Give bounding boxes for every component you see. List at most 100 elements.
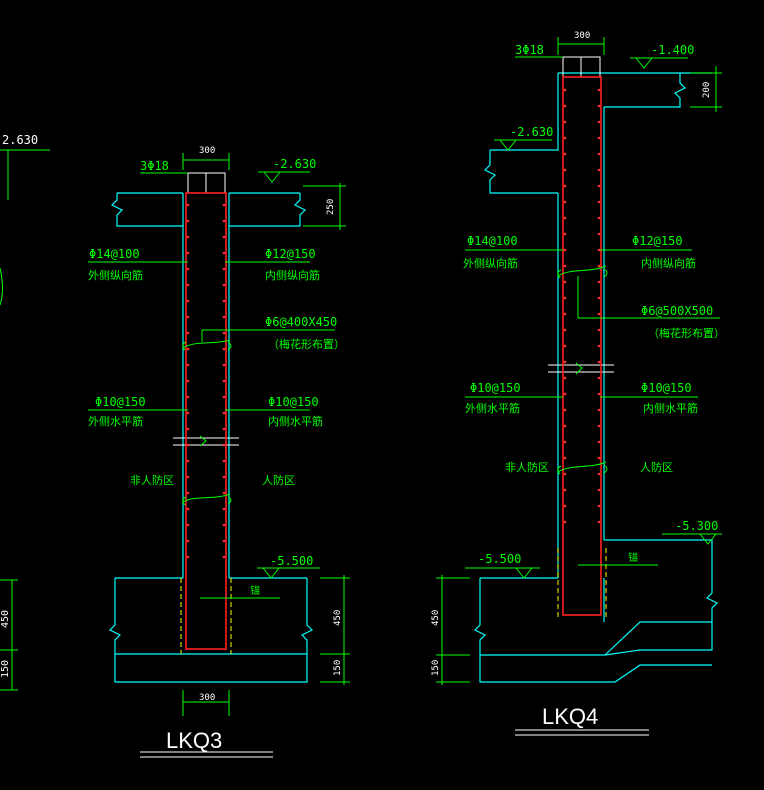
lkq3-rebar-dot [222, 315, 226, 319]
lkq3-tie-2 [182, 493, 232, 506]
lkq4-rebar-dot [597, 200, 601, 204]
lkq3-rebar-dot [186, 219, 190, 223]
lkq3-rebar-dot [186, 539, 190, 543]
lkq3-rebar-dot [222, 523, 226, 527]
lkq4-rebar-dot [597, 328, 601, 332]
lkq3-rebar-dot [186, 395, 190, 399]
lkq4-rebar-dot [597, 312, 601, 316]
lkq3-rebar-dot [186, 299, 190, 303]
lkq3-outer-horizontal: Φ10@150 [95, 395, 146, 409]
lkq3-rebar-dot [186, 555, 190, 559]
lkq3-tie-1 [182, 339, 232, 351]
lkq4-rebar-dot [597, 408, 601, 412]
lkq4-rebar-dot [563, 264, 567, 268]
lkq4-rebar-dot [597, 488, 601, 492]
lkq4-rebar-dot [563, 392, 567, 396]
lkq4-rebar-dot [597, 504, 601, 508]
lkq3-rebar-dot [186, 363, 190, 367]
lkq4-rebar-dot [563, 120, 567, 124]
left-dim-450: 450 [0, 610, 11, 628]
lkq4-rebar-dot [597, 120, 601, 124]
lkq4-top-slab-dim: 200 [702, 82, 712, 98]
lkq4-civil-defense: 人防区 [640, 460, 673, 474]
lkq4-tie-1 [557, 265, 608, 279]
lkq4-rebar-dot [597, 264, 601, 268]
lkq4-rebar-dot [563, 472, 567, 476]
lkq4-rebar-dot [563, 200, 567, 204]
lkq4-rebar-dot [597, 440, 601, 444]
lkq3-inner-horizontal-name: 内侧水平筋 [268, 414, 323, 428]
lkq4-rebar-dot [597, 152, 601, 156]
lkq4-rebar-dot [597, 456, 601, 460]
lkq3-rebar-dot [222, 219, 226, 223]
lkq3-rebar-dot [222, 363, 226, 367]
lkq4-right-elev: -5.300 [675, 519, 718, 533]
lkq4-rebar-dot [597, 232, 601, 236]
lkq4-rebar-dot [597, 88, 601, 92]
lkq3-rebar-dot [222, 331, 226, 335]
lkq4-rebar-dot [563, 376, 567, 380]
lkq4-concrete-outline [473, 72, 719, 683]
lkq4-rebar-cage [557, 76, 608, 620]
lkq4-rebar-dot [597, 520, 601, 524]
lkq3-inner-vertical: Φ12@150 [265, 247, 316, 261]
lkq3-rebar-dot [186, 347, 190, 351]
lkq4-left-elev: -5.500 [478, 552, 521, 566]
lkq4-title: LKQ4 [542, 704, 598, 729]
lkq4-rebar-dot [563, 216, 567, 220]
lkq3-rebar-dot [186, 459, 190, 463]
lkq4-rebar-dot [597, 424, 601, 428]
lkq4-rebar-dot [597, 168, 601, 172]
lkq3-rebar-dot [222, 475, 226, 479]
lkq3-rebar-dot [186, 491, 190, 495]
lkq3-title: LKQ3 [166, 728, 222, 753]
lkq4-rebar-dot [563, 488, 567, 492]
lkq4-inner-vertical-name: 内侧纵向筋 [641, 256, 696, 270]
lkq4-tie-2 [557, 461, 608, 475]
lkq4-rebar-dot [597, 392, 601, 396]
lkq3-rebar-dot [222, 491, 226, 495]
lkq4-rebar-dot [563, 104, 567, 108]
lkq3-rebar-dot [222, 411, 226, 415]
lkq3-anchor-note: 锚 [250, 585, 260, 597]
lkq4-rebar-dot [563, 88, 567, 92]
lkq3-rebar-cage [180, 192, 232, 654]
lkq3-section: 300 3Φ18 -2.630 250 Φ14@100 外侧纵向筋 Φ12@15… [88, 146, 350, 758]
lkq3-rebar-dot [222, 203, 226, 207]
lkq4-rebar-dot [597, 136, 601, 140]
lkq4-non-civil-defense: 非人防区 [505, 460, 549, 474]
lkq3-rebar-dot [222, 251, 226, 255]
lkq4-rebar-dot [597, 296, 601, 300]
lkq4-rebar-dot [563, 168, 567, 172]
lkq4-rebar-dot [563, 184, 567, 188]
lkq4-inner-horizontal-name: 内侧水平筋 [643, 401, 698, 415]
lkq4-rebar-dot [597, 376, 601, 380]
lkq3-tie-name: （梅花形布置） [268, 337, 345, 351]
lkq4-rebar-dot [563, 296, 567, 300]
lkq4-rebar-dot [597, 344, 601, 348]
lkq3-rebar-dot [222, 459, 226, 463]
lkq3-rebar-dot [222, 443, 226, 447]
lkq4-rebar-dot [597, 184, 601, 188]
lkq3-rebar-dot [186, 203, 190, 207]
lkq3-slab-dim: 250 [326, 199, 336, 215]
lkq3-outer-vertical: Φ14@100 [89, 247, 140, 261]
lkq4-rebar-dot [563, 456, 567, 460]
lkq3-rebar-dot [222, 235, 226, 239]
lkq4-rebar-dot [563, 280, 567, 284]
lkq3-tie: Φ6@400X450 [265, 315, 337, 329]
lkq4-rebar-dot [597, 472, 601, 476]
lkq3-rebar-dot [222, 395, 226, 399]
left-fragment: 2.630 450 150 [0, 133, 50, 691]
lkq3-rebar-dot [186, 267, 190, 271]
lkq4-rebar-dot [563, 312, 567, 316]
lkq3-rebar-dot [222, 267, 226, 271]
lkq3-rebar-dot [222, 347, 226, 351]
lkq3-rebar-dot [222, 555, 226, 559]
left-dim-150: 150 [0, 660, 11, 678]
lkq4-rebar-dot [597, 216, 601, 220]
lkq4-rebar-dot [563, 344, 567, 348]
lkq3-rebar-dot [222, 507, 226, 511]
